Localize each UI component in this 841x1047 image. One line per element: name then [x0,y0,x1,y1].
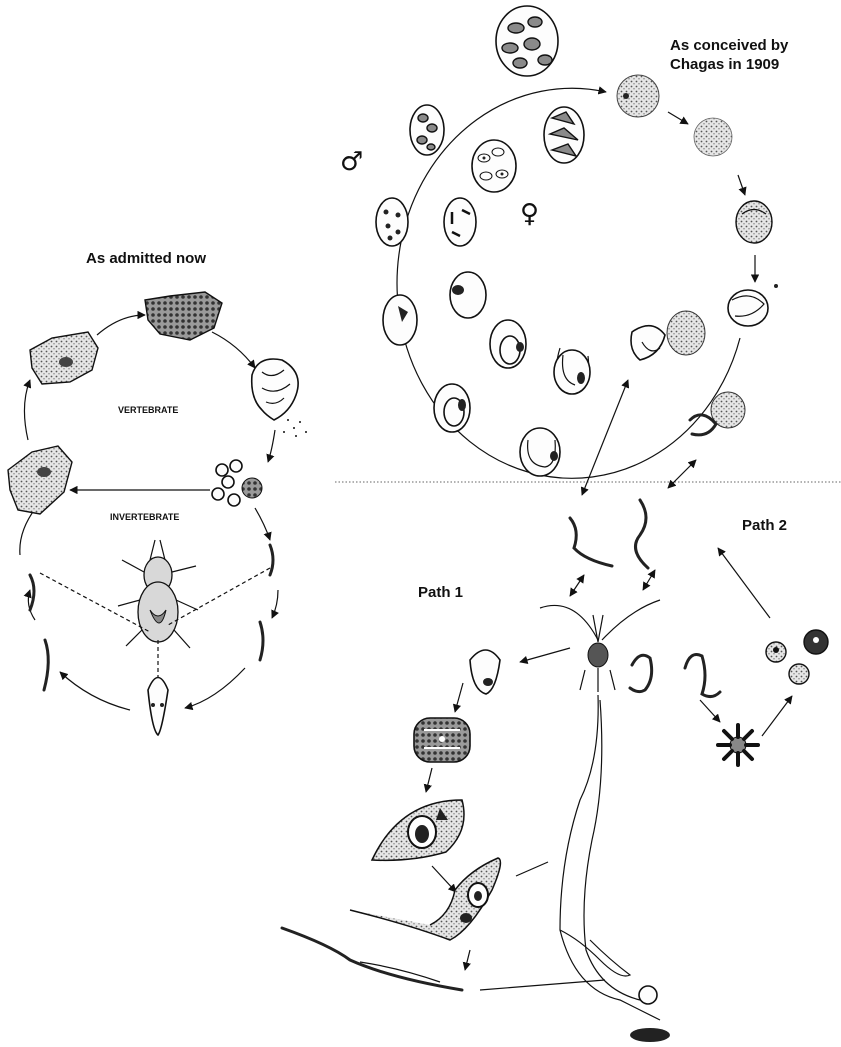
cycle-arrow-10 [24,380,30,440]
arrow-rosette-to-rounded [762,696,792,736]
amastigote-cluster [212,460,262,506]
trypomastigote-left-2 [44,640,48,690]
path2-form-b [685,655,720,697]
invertebrate-label: INVERTEBRATE [110,512,179,522]
cyst-top [496,6,558,76]
path1-stage1 [470,650,500,694]
arrow-path1-1-2 [455,683,463,712]
chagas-title-line1: As conceived by [670,37,789,54]
path2-rosette [718,725,758,765]
globule-1 [617,75,659,117]
bidir-arrow-lower-left [570,575,584,596]
epimastigote-right-1 [270,545,273,575]
cycle-arrow-4 [255,508,270,540]
globule-2 [694,118,732,156]
cell-horseshoe-1 [554,348,590,394]
cycle-arrow-6 [185,668,245,708]
cell-left-4 [434,384,470,432]
chagas-1909-cycle [335,6,841,482]
bidir-arrow-lower-right [643,570,655,590]
chagas-title-line2: Chagas in 1909 [670,56,779,73]
cyst-four-nuclei [444,198,476,246]
trypanosome-top-right [636,500,649,568]
connector-path1-stage5 [480,980,605,990]
cell-horseshoe-2 [520,428,560,476]
bug-rectum [148,678,168,736]
triatomine-bug [118,540,198,648]
path2-form-a [630,655,652,691]
path1-stage3 [372,800,464,860]
cyst-dotted [376,198,408,246]
path1-stage4 [350,858,500,940]
cycle-arrow-2 [212,332,255,368]
host-cell-top-left [30,332,98,384]
dash-bug-right [168,568,270,625]
cyst-inner-1 [410,105,444,155]
cyst-inner-2 [544,107,584,163]
host-cell-dense [145,292,222,340]
arrow-to-path1-stage1 [520,648,570,662]
arrow-path1-4-5 [465,950,470,970]
female-symbol: ♀ [520,199,539,229]
path1-label: Path 1 [418,584,463,601]
trypanosome-top-left [570,518,612,566]
vertebrate-label: VERTEBRATE [118,405,178,415]
arrow-globule-2-3 [738,175,745,195]
arrow-path1-2-3 [426,768,432,792]
path2-label: Path 2 [742,517,787,534]
trypomastigote-left-1 [30,575,34,610]
ruptured-cell [252,359,307,437]
cyst-inner-3 [472,140,516,192]
cycle-arrow-1 [97,315,145,335]
globule-4 [728,284,778,326]
cycle-arrow-5 [272,590,278,618]
path2-rounded-forms [766,630,828,684]
cell-left-2 [450,272,486,318]
cell-pair-round [631,311,705,360]
cell-left-3 [490,320,526,368]
bidir-arrow-left [582,380,628,495]
epimastigote-right-2 [260,622,263,660]
cycle-arrow-7 [60,672,130,710]
path-diagram [282,380,828,1042]
cell-left-1 [383,295,417,345]
cycle-arrow-3 [268,430,275,462]
cell-pair-right [690,392,745,435]
male-symbol: ♂ [340,147,363,177]
arrow-globule-1-2 [668,112,688,124]
path1-stage5 [282,928,462,990]
arrow-path2-up [718,548,770,618]
globule-3 [736,201,772,243]
arrow-path2-to-rosette [700,700,720,722]
connector-path1-stage4 [516,862,548,876]
path1-stage2 [414,718,470,762]
arrow-path1-3-4 [432,866,456,892]
host-cell-middle-left [8,446,72,514]
admitted-title: As admitted now [86,250,206,267]
bidir-arrow-right [668,460,696,488]
dash-bug-left [40,573,150,632]
